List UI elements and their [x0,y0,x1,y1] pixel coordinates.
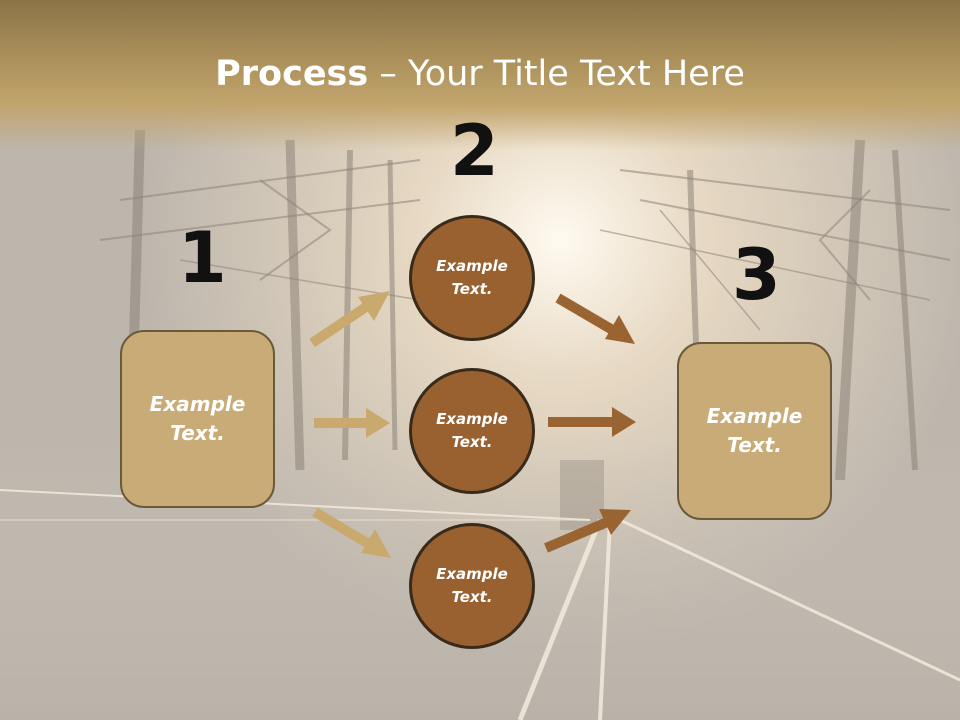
circle-middle-text: Example Text. [436,410,508,451]
step-1-box: Example Text. [120,330,275,508]
circle-top-text: Example Text. [436,257,508,298]
step-number-3: 3 [732,234,781,316]
step-3-box: Example Text. [677,342,832,520]
arrow-right-middle [548,407,636,437]
step-3-text: Example Text. [706,404,803,457]
step-1-text: Example Text. [149,392,246,445]
arrow-right-up [544,509,631,553]
arrow-left-down [312,507,391,558]
title-bold: Process [215,54,369,94]
step-2-circle-top: Example Text. [409,215,535,341]
title-band [0,0,960,150]
step-2-circle-bottom: Example Text. [409,523,535,649]
slide-title: Process – Your Title Text Here [0,54,960,94]
arrow-right-down [555,293,635,344]
circle-bottom-text: Example Text. [436,565,508,606]
step-2-circle-middle: Example Text. [409,368,535,494]
step-number-2: 2 [450,110,499,192]
arrow-left-middle [314,408,390,438]
arrow-left-up [309,291,390,348]
title-rest: – Your Title Text Here [368,54,745,94]
step-number-1: 1 [178,217,227,299]
